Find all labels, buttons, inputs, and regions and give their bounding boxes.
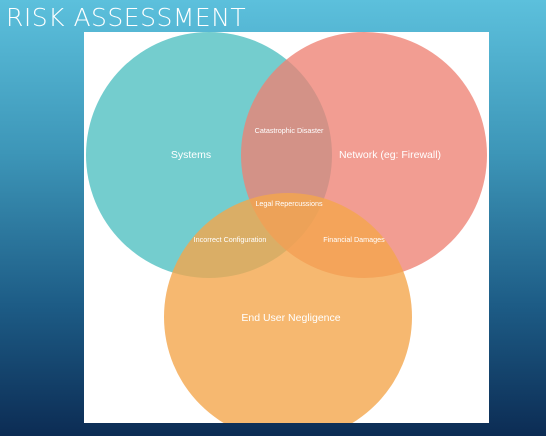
venn-circle-end-user <box>164 193 412 423</box>
overlap-label-legal-repercussions: Legal Repercussions <box>255 199 323 208</box>
overlap-label-incorrect-configuration: Incorrect Configuration <box>194 235 267 244</box>
set-label-end-user: End User Negligence <box>241 312 340 324</box>
venn-diagram: Systems Network (eg: Firewall) End User … <box>86 32 487 423</box>
overlap-label-financial-damages: Financial Damages <box>323 235 385 244</box>
venn-diagram-panel: Systems Network (eg: Firewall) End User … <box>84 32 489 423</box>
set-label-systems: Systems <box>171 149 211 161</box>
overlap-label-catastrophic-disaster: Catastrophic Disaster <box>255 126 324 135</box>
slide-title: RISK ASSESSMENT <box>6 3 247 32</box>
set-label-network: Network (eg: Firewall) <box>339 149 441 161</box>
